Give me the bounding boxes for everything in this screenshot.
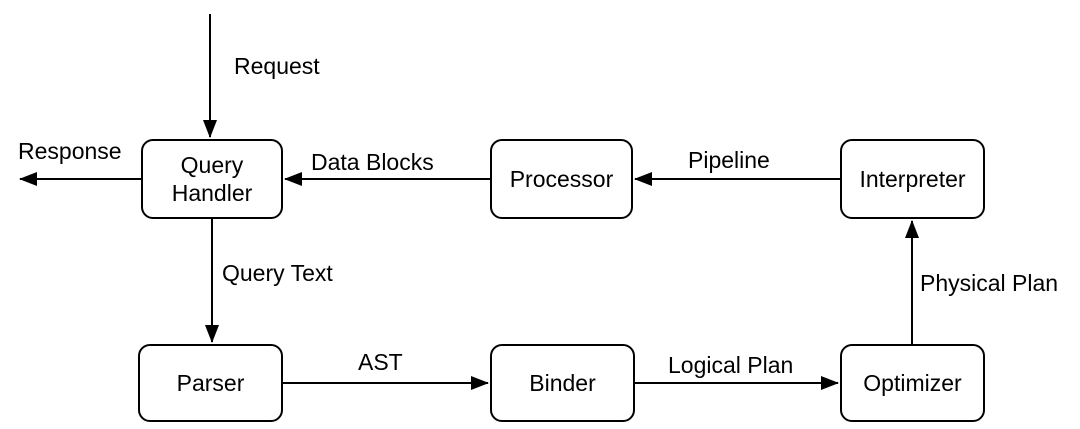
node-parser-label: Parser (176, 369, 245, 396)
node-binder-label: Binder (529, 369, 596, 396)
edge-label-response: Response (18, 138, 122, 164)
edge-label-query-text: Query Text (222, 260, 333, 286)
node-optimizer-label: Optimizer (863, 369, 962, 396)
node-processor: Processor (490, 139, 633, 219)
node-query-handler: Query Handler (141, 139, 283, 219)
edge-label-logical-plan: Logical Plan (668, 352, 794, 378)
edge-label-data-blocks: Data Blocks (311, 149, 434, 175)
edge-label-ast: AST (358, 349, 403, 375)
node-binder: Binder (490, 344, 635, 422)
node-interpreter-label: Interpreter (859, 165, 966, 192)
edge-label-request: Request (234, 53, 320, 79)
edge-label-pipeline: Pipeline (688, 147, 770, 173)
node-processor-label: Processor (509, 165, 614, 192)
edge-label-physical-plan: Physical Plan (920, 270, 1059, 296)
node-parser: Parser (138, 344, 283, 422)
node-optimizer: Optimizer (840, 344, 985, 422)
node-query-handler-label: Query Handler (171, 151, 253, 206)
node-interpreter: Interpreter (840, 139, 985, 219)
